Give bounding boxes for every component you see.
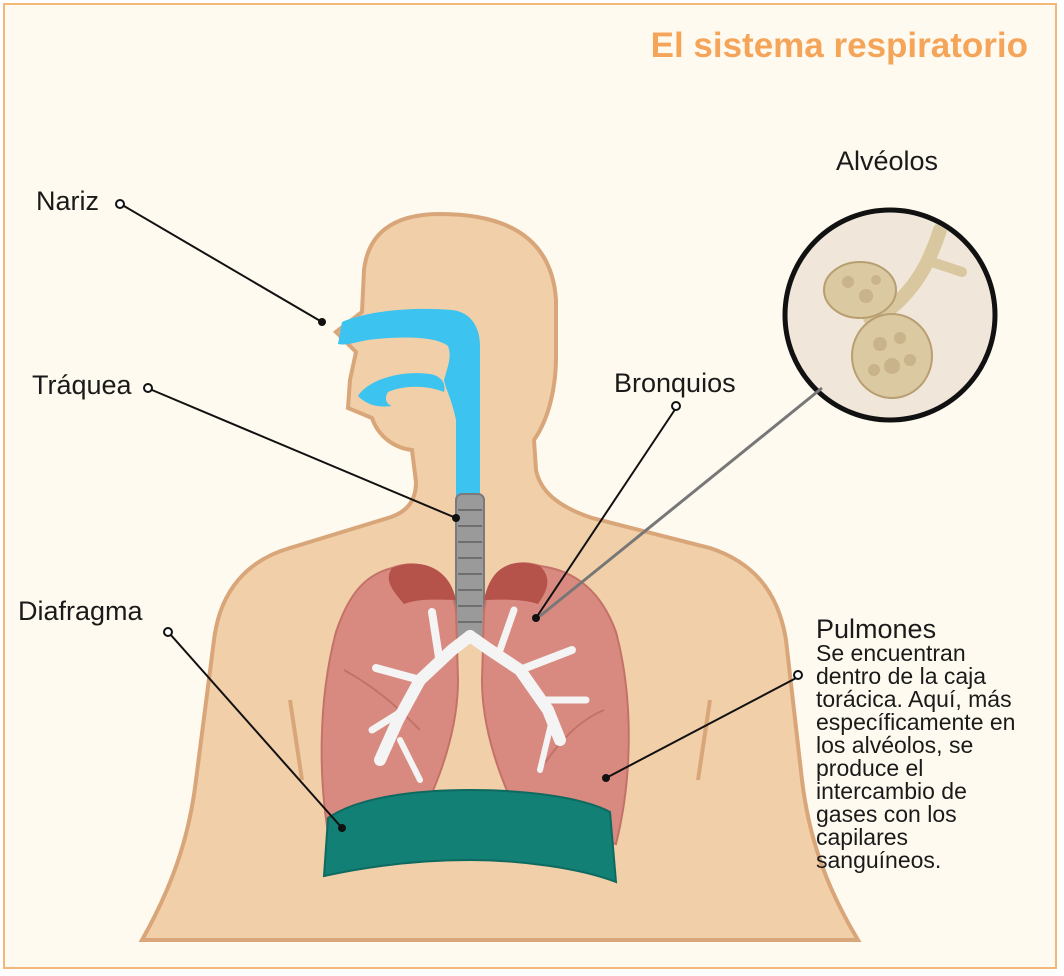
label-traquea: Tráquea xyxy=(32,370,132,401)
label-diafragma: Diafragma xyxy=(18,596,143,627)
label-nariz: Nariz xyxy=(36,186,99,217)
trachea xyxy=(456,494,484,640)
label-alveolos: Alvéolos xyxy=(836,146,938,177)
pulmones-description: Se encuentran dentro de la caja torácica… xyxy=(816,642,1016,872)
label-bronquios: Bronquios xyxy=(614,368,736,399)
